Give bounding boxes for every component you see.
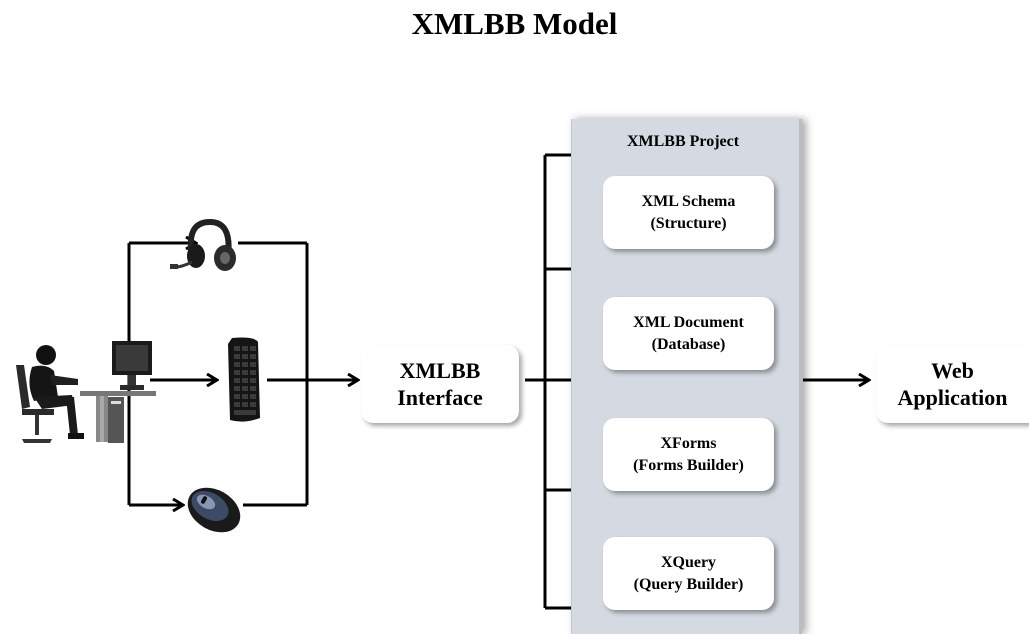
module-role: (Database) — [651, 335, 726, 353]
module-name: XML Schema — [641, 192, 736, 210]
web-application-box: Web Application — [876, 345, 1029, 423]
mouse-icon — [187, 487, 241, 533]
module-box-xml-document: XML Document (Database) — [603, 297, 774, 370]
interface-box-line1: XMLBB — [399, 357, 481, 383]
module-box-xforms: XForms (Forms Builder) — [603, 418, 774, 491]
diagram-title: XMLBB Model — [411, 6, 618, 41]
module-role: (Query Builder) — [633, 575, 744, 593]
web-app-line1: Web — [931, 357, 974, 383]
user-at-computer-icon — [16, 341, 156, 443]
module-name: XML Document — [633, 313, 744, 331]
web-app-line2: Application — [897, 385, 1008, 410]
module-box-xquery: XQuery (Query Builder) — [603, 537, 774, 610]
headset-icon — [170, 218, 236, 271]
module-role: (Structure) — [650, 214, 727, 232]
keyboard-icon — [228, 337, 260, 422]
xmlbb-interface-box: XMLBB Interface — [361, 345, 519, 423]
module-name: XQuery — [660, 553, 717, 571]
module-box-xml-schema: XML Schema (Structure) — [603, 176, 774, 249]
interface-box-line2: Interface — [397, 385, 483, 410]
project-panel-title: XMLBB Project — [626, 133, 740, 150]
module-name: XForms — [660, 434, 717, 452]
module-role: (Forms Builder) — [633, 456, 744, 474]
